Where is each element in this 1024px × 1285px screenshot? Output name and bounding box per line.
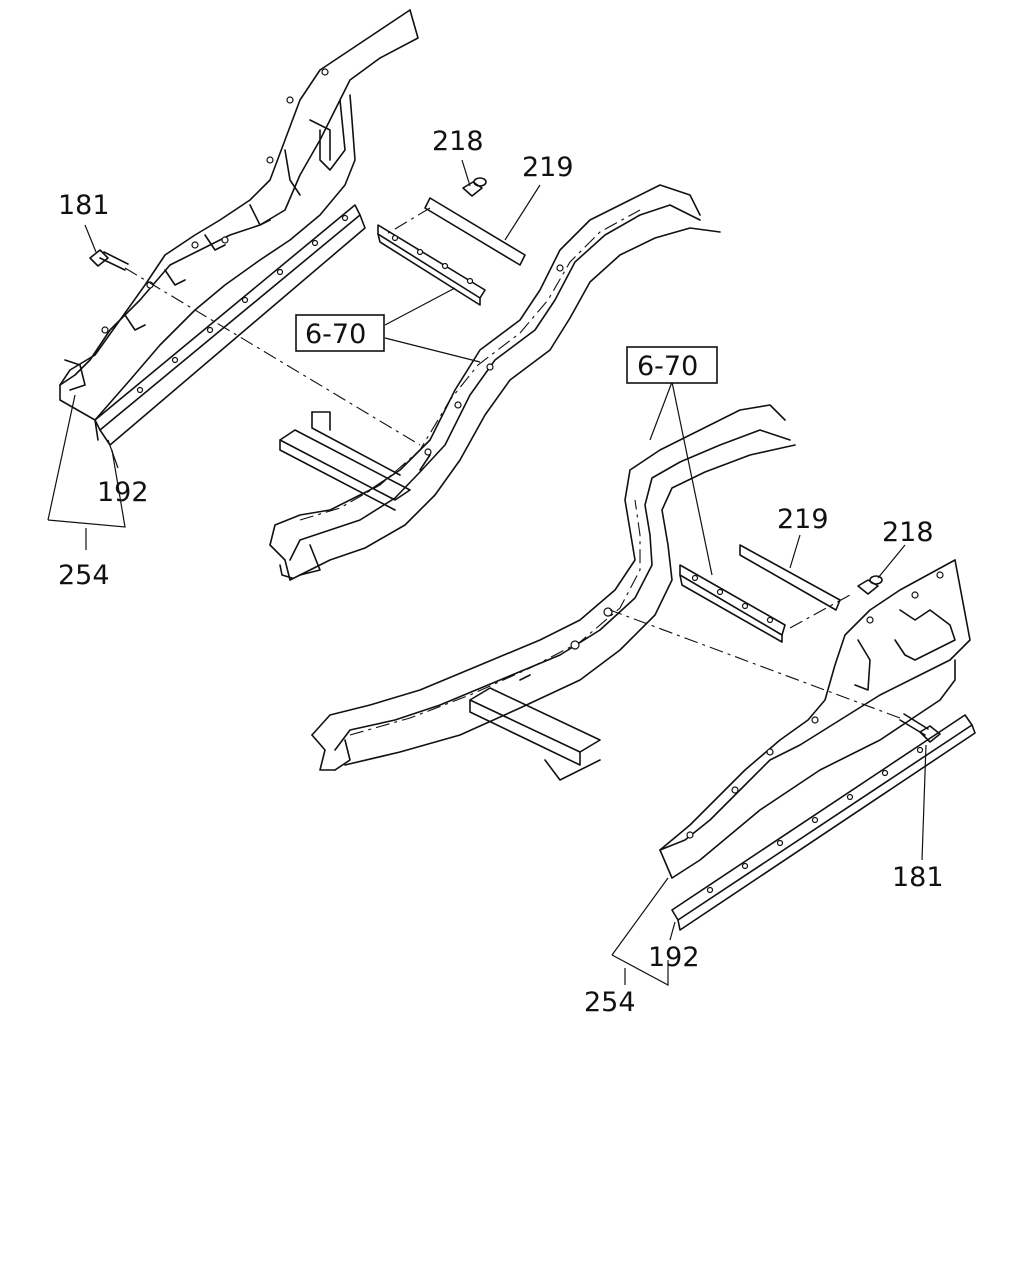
label-254-right: 254: [584, 987, 636, 1018]
label-254-left: 254: [58, 560, 110, 591]
angle-strip-right: [671, 714, 976, 931]
plate-219-left-part: [377, 197, 526, 306]
label-218-right: 218: [882, 517, 934, 548]
angle-strip-left: [94, 204, 366, 446]
part-callout-labels: 181 218 219 6-70 192 254 6-70 219 218 18…: [58, 126, 944, 1018]
frame-rail-lower: [311, 404, 796, 771]
frame-rail-upper: [269, 184, 721, 581]
label-192-right: 192: [648, 942, 700, 973]
label-181-right: 181: [892, 862, 944, 893]
label-6-70-left: 6-70: [305, 319, 366, 350]
bracket-assembly-left: [59, 9, 419, 441]
plate-219-right-part: [679, 544, 851, 643]
cross-member-lower: [469, 674, 601, 781]
bracket-assembly-right: [659, 559, 971, 879]
bolt-181-left-part: [89, 249, 421, 446]
label-181-left: 181: [58, 190, 110, 221]
bolt-181-right-part: [609, 609, 941, 743]
label-6-70-right: 6-70: [637, 351, 698, 382]
label-218-left: 218: [432, 126, 484, 157]
cross-member-upper: [279, 411, 431, 511]
nut-218-right-part: [857, 575, 883, 595]
label-192-left: 192: [97, 477, 149, 508]
ref-box-6-70-left: [295, 314, 385, 352]
leader-lines: [47, 159, 927, 987]
label-219-left: 219: [522, 152, 574, 183]
ref-box-6-70-right: [626, 346, 718, 384]
nut-218-left-part: [462, 177, 487, 197]
label-219-right: 219: [777, 504, 829, 535]
